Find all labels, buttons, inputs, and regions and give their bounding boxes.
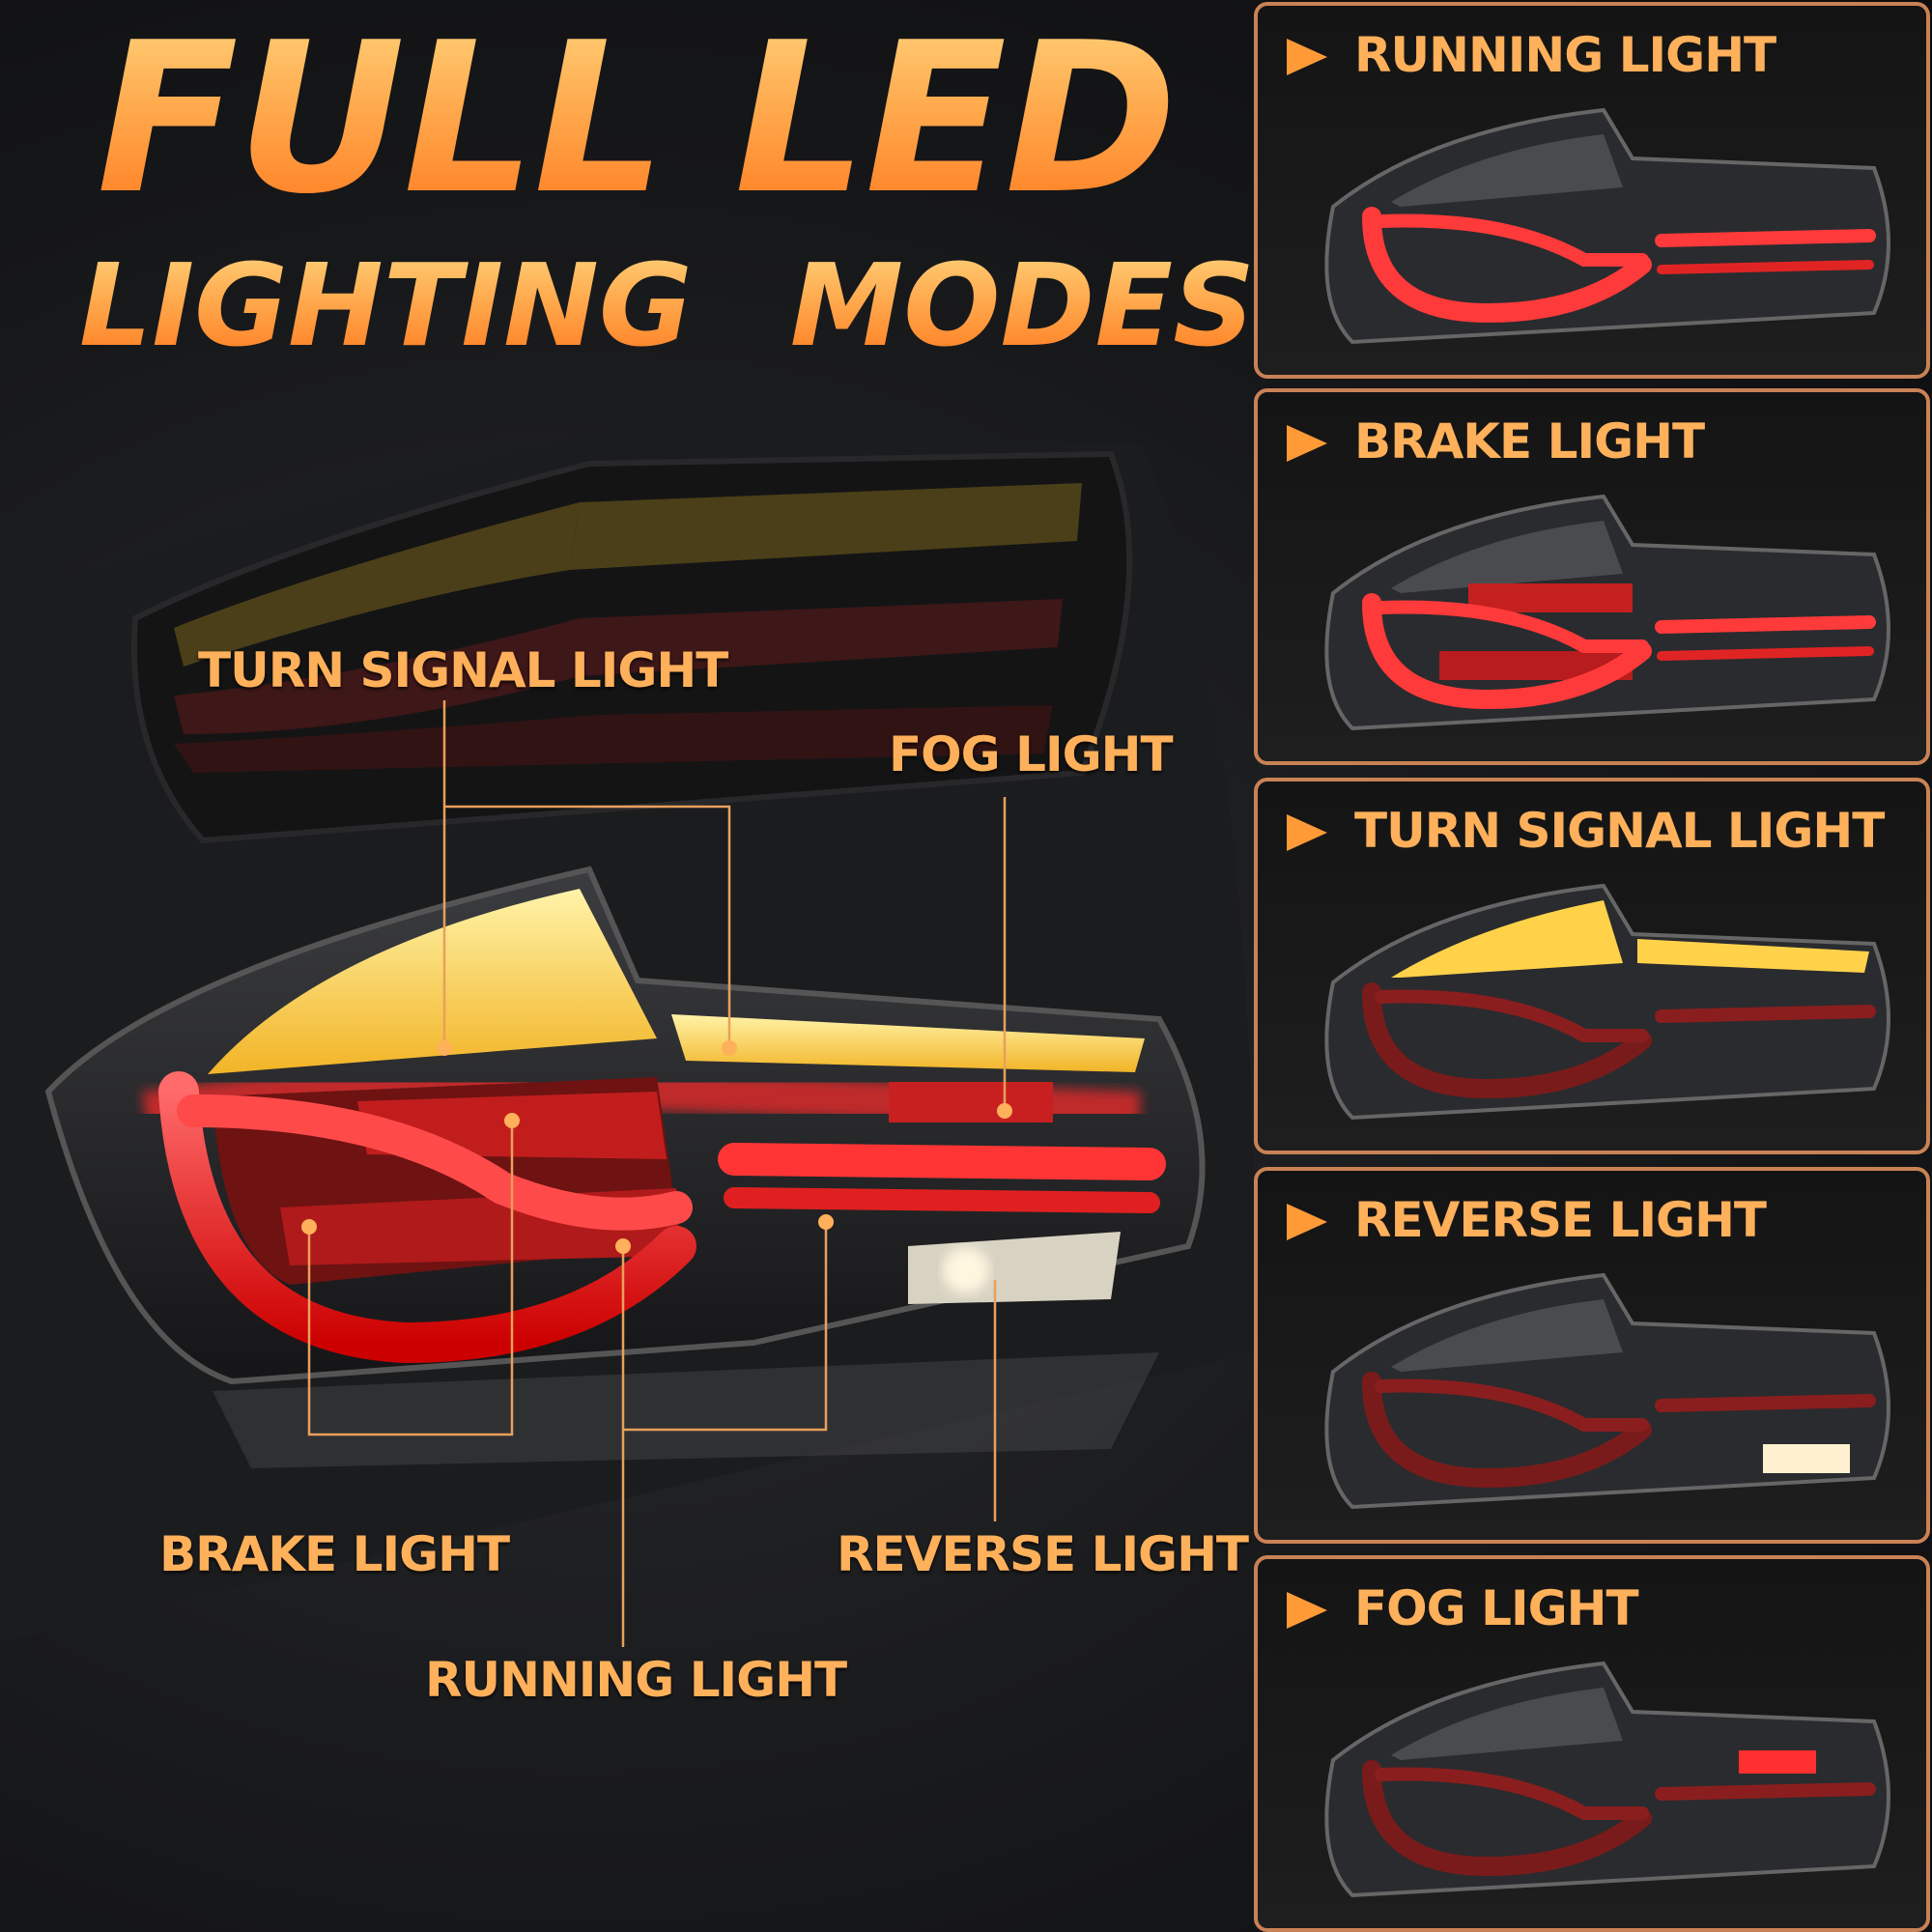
floor-reflection [213,1352,1159,1468]
taillight-brake [1324,494,1890,731]
headline-lighting-modes: LIGHTING MODES [79,239,1256,372]
taillight-reverse [1324,1272,1890,1510]
callout-running: RUNNING LIGHT [425,1652,847,1708]
taillight-turn [1324,883,1890,1121]
panel-fog-light: FOG LIGHT [1254,1555,1930,1932]
panel-label: BRAKE LIGHT [1354,413,1705,469]
panel-turn-signal-light: TURN SIGNAL LIGHT [1254,778,1930,1154]
callout-reverse: REVERSE LIGHT [837,1526,1249,1582]
headline-full-led: FULL LED [97,0,1178,240]
main-taillight-illustration [0,425,1256,1647]
panel-brake-light: BRAKE LIGHT [1254,388,1930,765]
arrow-right-icon [1287,814,1327,851]
callout-brake: BRAKE LIGHT [159,1526,510,1582]
leader-dots [301,1040,1012,1254]
leader-lines [307,700,1007,1647]
panel-reverse-light: REVERSE LIGHT [1254,1167,1930,1544]
callout-fog: FOG LIGHT [889,726,1174,782]
panel-label: RUNNING LIGHT [1354,27,1776,83]
arrow-right-icon [1287,1204,1327,1240]
taillight-fog [1324,1661,1890,1898]
arrow-right-icon [1287,425,1327,462]
callout-turn-signal: TURN SIGNAL LIGHT [198,642,728,698]
taillight-running [1324,107,1890,345]
panel-running-light: RUNNING LIGHT [1254,2,1930,379]
arrow-right-icon [1287,39,1327,75]
panel-label: FOG LIGHT [1354,1580,1639,1636]
arrow-right-icon [1287,1592,1327,1629]
dim-taillight [130,450,1133,844]
panel-label: REVERSE LIGHT [1354,1192,1767,1248]
panel-label: TURN SIGNAL LIGHT [1354,803,1885,859]
